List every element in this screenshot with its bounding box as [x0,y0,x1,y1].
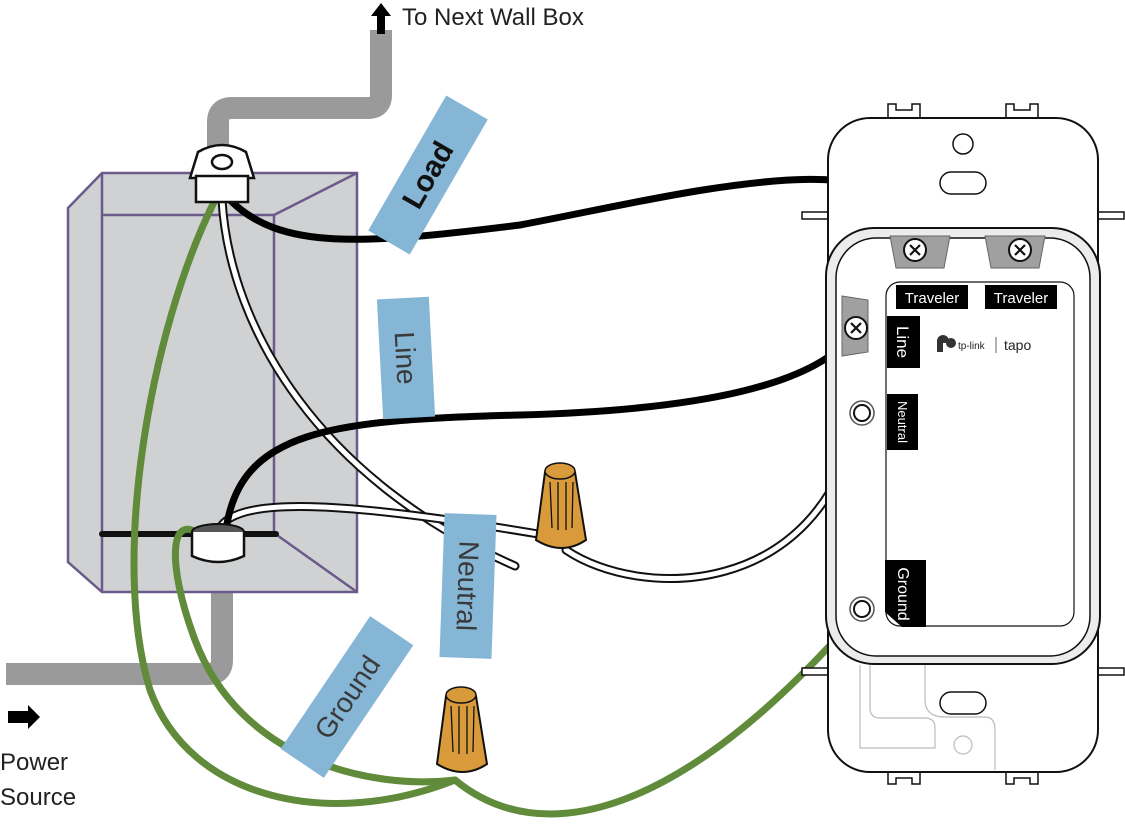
product-name: tapo [1004,337,1031,353]
neutral-tag: Neutral [439,513,497,659]
neutral-terminal [849,400,875,426]
ground-wires [130,196,864,818]
line-label-text: Line [893,326,912,358]
right-arrow-icon [8,705,40,729]
ground-wire-nut [435,686,489,773]
line-tag: Line [376,296,436,420]
power-source-label-line1: Power [0,749,68,776]
ground-label: Ground [885,560,926,627]
up-arrow-icon [371,3,391,34]
brand-name: tp-link [958,341,986,352]
traveler-1-label-text: Traveler [905,290,959,307]
smart-switch [801,103,1125,785]
neutral-tag-label: Neutral [450,540,484,631]
ground-tag: Ground [280,616,414,778]
top-cable-connector [188,143,256,204]
ground-label-text: Ground [894,567,911,620]
traveler-1-label: Traveler [896,285,968,309]
neutral-label-text: Neutral [895,401,910,443]
bottom-cable-connector [190,523,246,564]
neutral-wire-nut [534,462,588,549]
brand-logo: tp-link tapo [937,335,1031,353]
line-wire [222,326,860,534]
traveler-1-terminal [889,235,951,269]
traveler-2-terminal [984,235,1046,269]
next-wall-box-label: To Next Wall Box [402,4,584,31]
neutral-label: Neutral [887,394,918,450]
line-terminal [841,295,869,357]
traveler-2-label: Traveler [985,285,1057,309]
line-tag-label: Line [389,331,423,385]
power-source-label-line2: Source [0,784,76,811]
ground-terminal [849,596,875,622]
conduit-to-next-box [207,30,392,172]
traveler-2-label-text: Traveler [994,290,1048,307]
line-label: Line [887,316,920,368]
tp-link-logo-icon [937,335,956,352]
